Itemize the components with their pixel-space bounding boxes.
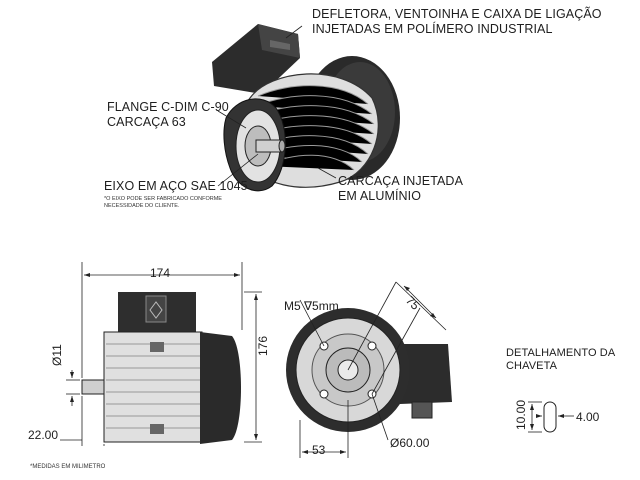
flange-label: FLANGE C-DIM C-90 CARCAÇA 63 xyxy=(107,100,229,129)
side-fan-cover xyxy=(200,332,241,444)
shaft-note: *O EIXO PODE SER FABRICADO CONFORME NECE… xyxy=(104,196,222,209)
dim-shaft-length: 22.00 xyxy=(28,428,59,442)
dim-key-width: 4.00 xyxy=(576,410,600,424)
deflector-label: DEFLETORA, VENTOINHA E CAIXA DE LIGAÇÃO … xyxy=(312,7,602,36)
front-terminal-box xyxy=(398,344,452,404)
dim-thread: M5 ∇5mm xyxy=(284,299,339,313)
dim-shaft-diameter: Ø11 xyxy=(50,344,64,366)
dim-length: 174 xyxy=(150,266,171,280)
motor-front-view xyxy=(286,281,452,458)
dim-center-offset: 53 xyxy=(312,443,326,457)
side-shaft xyxy=(81,379,105,395)
key-detail xyxy=(528,401,574,433)
key-shape xyxy=(543,401,557,433)
dim-height: 176 xyxy=(256,335,270,356)
dim-flange-diameter: Ø60.00 xyxy=(390,436,430,450)
shaft-label: EIXO EM AÇO SAE 1045 xyxy=(104,179,248,193)
dim-key-length: 10.00 xyxy=(514,399,528,430)
housing-label: CARCAÇA INJETADA EM ALUMÍNIO xyxy=(338,174,464,203)
motor-3d-view xyxy=(212,24,400,192)
key-detail-title: DETALHAMENTO DA CHAVETA xyxy=(506,347,616,372)
motor-side-view xyxy=(60,262,262,446)
footnote: *MEDIDAS EM MILIMETRO xyxy=(30,464,106,470)
